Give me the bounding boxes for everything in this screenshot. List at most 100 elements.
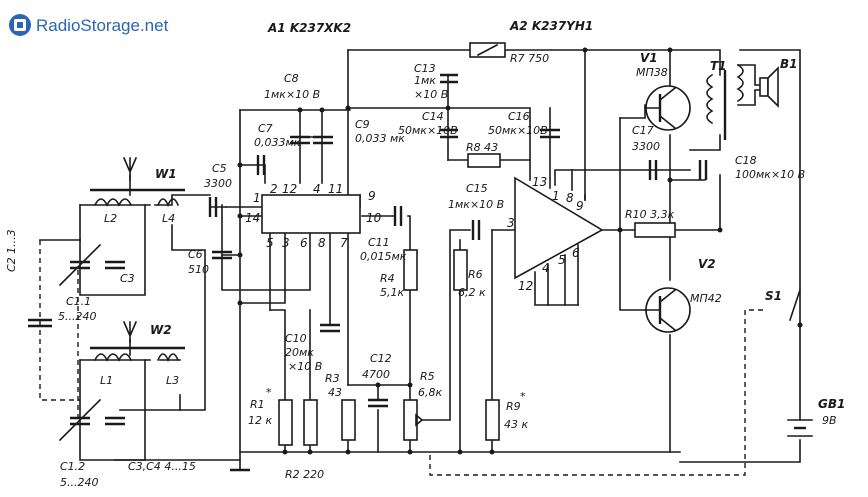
l1-label: L1 [100, 374, 113, 387]
c13-value: 1мк [414, 74, 436, 87]
c7-label: C7 [258, 122, 273, 135]
ic-a1-label: A1 K237XK2 [267, 21, 351, 35]
r8-label: R8 43 [466, 141, 498, 154]
resistor-r8-icon [467, 153, 501, 168]
a1-pin-5: 5 [266, 236, 274, 250]
r10-label: R10 3,3к [625, 208, 675, 221]
r4-value: 5,1к [380, 286, 404, 299]
c12-value: 4700 [362, 368, 390, 381]
c16-label: C16 [508, 110, 530, 123]
radiostorage-logo[interactable]: RadioStorage.net [9, 14, 169, 36]
c1-1-label: C1.1 [66, 295, 91, 308]
c8-label: C8 [284, 72, 299, 85]
a2-pin-3: 3 [507, 216, 515, 230]
ic-a2[interactable] [514, 176, 604, 280]
labels: A1 K237XK2 A2 K237YH1 2 12 4 11 9 1 14 1… [5, 19, 845, 489]
a1-pin-6: 6 [300, 236, 308, 250]
t1-label: T1 [710, 59, 727, 73]
c9-label: C9 [355, 118, 370, 131]
c1-1-value: 5...240 [58, 310, 96, 323]
a1-pin-3: 3 [282, 236, 290, 250]
a1-pin-2: 2 [270, 182, 278, 196]
c6-value: 510 [188, 263, 209, 276]
inductors [90, 63, 744, 363]
resistor-r3-icon [341, 399, 356, 441]
logo-text: RadioStorage.net [36, 16, 169, 35]
v2-type: MП42 [690, 292, 722, 305]
dashed-links [39, 240, 765, 476]
ic-a1[interactable] [261, 194, 361, 234]
r6-label: R6 [468, 268, 483, 281]
a1-pin-14: 14 [245, 211, 260, 225]
a2-pin-4: 4 [542, 261, 550, 275]
coil-l4-icon [156, 198, 180, 208]
resistor-r5-icon [403, 399, 418, 441]
l2-label: L2 [104, 212, 117, 225]
a1-pin-11: 11 [328, 182, 343, 196]
s1-label: S1 [765, 289, 782, 303]
c7-value: 0,033мк [254, 136, 301, 149]
a1-pin-10: 10 [366, 211, 382, 225]
a2-pin-1: 1 [552, 189, 560, 203]
c14-value: 50мк×10B [398, 124, 458, 137]
r2-label: R2 220 [285, 468, 324, 481]
r5-label: R5 [420, 370, 435, 383]
b1-label: B1 [780, 57, 798, 71]
v1-label: V1 [640, 51, 658, 65]
c17-label: C17 [632, 124, 654, 137]
transformer-t1-secondary-icon [736, 63, 744, 103]
r4-label: R4 [380, 272, 395, 285]
l4-label: L4 [162, 212, 175, 225]
ic-a1-body [261, 194, 361, 234]
c10-rating: ×10 B [288, 360, 322, 373]
a2-pin-8: 8 [566, 191, 574, 205]
v1-type: MП38 [636, 66, 668, 79]
a1-pin-8: 8 [318, 236, 326, 250]
switch-s1-icon[interactable] [788, 288, 803, 328]
c15-label: C15 [466, 182, 488, 195]
c12-label: C12 [370, 352, 392, 365]
c13-label: C13 [414, 62, 436, 75]
antenna-w1-icon [122, 156, 138, 181]
a1-pin-1: 1 [253, 191, 261, 205]
c2-label: C2 1...3 [5, 229, 18, 272]
resistor-r9-icon [485, 399, 500, 441]
resistor-r2-icon [303, 399, 318, 446]
c18-value: 100мк×10 B [735, 168, 805, 181]
r6-value: 6,2 к [458, 286, 486, 299]
capacitors [28, 73, 708, 442]
c5-label: C5 [212, 162, 227, 175]
coil-l2-icon [93, 198, 133, 207]
c5-value: 3300 [204, 177, 232, 190]
r1-star: * [266, 386, 272, 399]
r5-value: 6,8к [418, 386, 442, 399]
r1-value: 12 к [248, 414, 272, 427]
c17-value: 3300 [632, 140, 660, 153]
a1-pin-9: 9 [368, 189, 376, 203]
wires [39, 49, 801, 471]
r9-value: 43 к [504, 418, 528, 431]
c13-rating: ×10 B [414, 88, 448, 101]
c8-value: 1мк×10 B [264, 88, 320, 101]
transformer-t1-primary-icon [706, 73, 714, 125]
c1-2-label: C1.2 [60, 460, 85, 473]
a2-pin-5: 5 [558, 253, 566, 267]
resistor-r6-icon [453, 249, 468, 291]
l3-label: L3 [166, 374, 179, 387]
resistor-r1-icon [278, 399, 293, 446]
c9-value: 0,033 мк [355, 132, 405, 145]
a2-pin-9: 9 [576, 199, 584, 213]
r7-label: R7 750 [510, 52, 549, 65]
transistor-v2-icon [644, 287, 691, 333]
gb1-label: GB1 [818, 397, 845, 411]
c10-label: C10 [285, 332, 307, 345]
a1-pin-12: 12 [282, 182, 297, 196]
gb1-value: 9B [822, 414, 837, 427]
coil-l1-icon [93, 353, 133, 362]
c11-label: C11 [368, 236, 390, 249]
r1-label: R1 [250, 398, 265, 411]
a1-pin-7: 7 [340, 236, 348, 250]
a2-pin-13: 13 [532, 175, 547, 189]
